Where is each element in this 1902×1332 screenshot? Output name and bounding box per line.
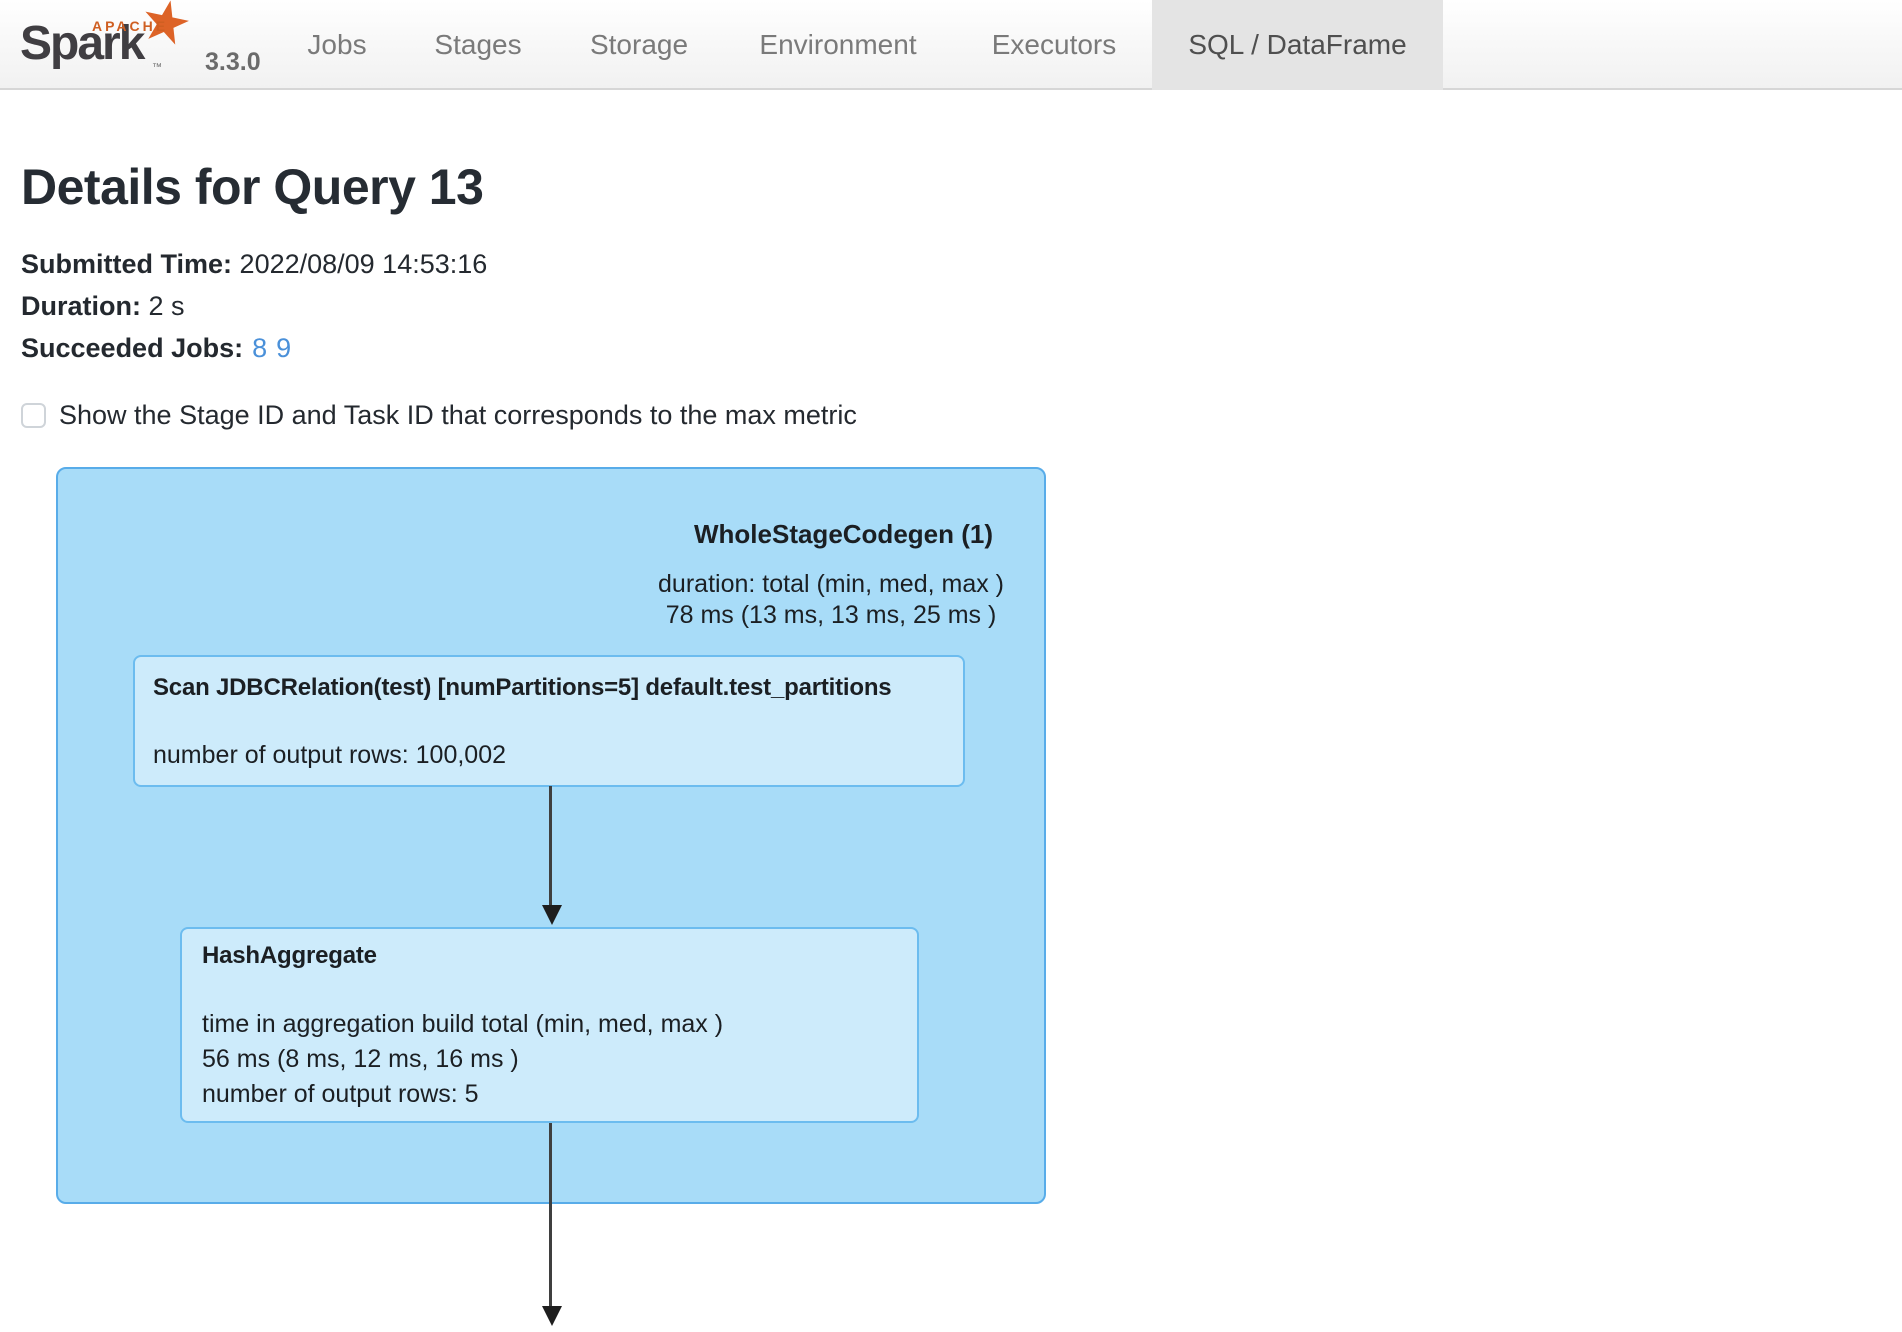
submitted-time-value: 2022/08/09 14:53:16 — [239, 249, 488, 279]
plan-node-metric-line: number of output rows: 5 — [202, 1080, 479, 1108]
edge-hashaggregate-out-line — [549, 1123, 552, 1309]
duration-label: Duration: — [21, 291, 141, 321]
plan-node-metrics: number of output rows: 100,002 — [153, 741, 945, 770]
plan-node-title: HashAggregate — [202, 942, 377, 969]
max-metric-checkbox-label: Show the Stage ID and Task ID that corre… — [59, 399, 857, 430]
plan-node-metric-line: number of output rows: 100,002 — [153, 741, 507, 769]
navbar: ★ Spark APACHE ™ 3.3.0 Jobs Stages Stora… — [0, 0, 1902, 90]
tab-storage[interactable]: Storage — [589, 29, 689, 60]
job-link-8[interactable]: 8 — [252, 333, 268, 363]
cluster-metric-line: duration: total (min, med, max ) — [658, 570, 1004, 598]
edge-scan-to-hashaggregate-arrowhead-icon — [542, 905, 562, 925]
spark-version: 3.3.0 — [205, 48, 261, 76]
edge-scan-to-hashaggregate-line — [549, 786, 552, 910]
wholestagecodegen-cluster-title: WholeStageCodegen (1) — [693, 519, 993, 549]
cluster-metric-line: 78 ms (13 ms, 13 ms, 25 ms ) — [665, 601, 997, 629]
apache-label: APACHE — [92, 18, 169, 34]
tab-executors[interactable]: Executors — [991, 29, 1117, 60]
submitted-time-row: Submitted Time: 2022/08/09 14:53:16 — [21, 243, 487, 285]
wholestagecodegen-cluster-metrics: duration: total (min, med, max ) 78 ms (… — [658, 569, 1004, 631]
plan-node-scan-jdbcrelation: Scan JDBCRelation(test) [numPartitions=5… — [133, 655, 965, 787]
job-link-9[interactable]: 9 — [276, 333, 292, 363]
plan-node-metric-line: 56 ms (8 ms, 12 ms, 16 ms ) — [202, 1045, 519, 1073]
max-metric-checkbox[interactable] — [21, 402, 46, 428]
query-summary: Submitted Time: 2022/08/09 14:53:16 Dura… — [21, 243, 487, 369]
duration-row: Duration: 2 s — [21, 285, 487, 327]
edge-hashaggregate-out-arrowhead-icon — [542, 1306, 562, 1326]
plan-node-metric-line: time in aggregation build total (min, me… — [202, 1010, 724, 1038]
page-title: Details for Query 13 — [21, 159, 484, 215]
tab-jobs[interactable]: Jobs — [307, 29, 367, 60]
spark-logo-text: Spark — [20, 17, 145, 70]
succeeded-jobs-label: Succeeded Jobs: — [21, 333, 244, 363]
trademark-symbol: ™ — [152, 62, 162, 73]
tab-environment[interactable]: Environment — [759, 29, 917, 60]
max-metric-option-row: Show the Stage ID and Task ID that corre… — [21, 399, 857, 431]
plan-node-metrics: time in aggregation build total (min, me… — [202, 1007, 897, 1112]
spark-logo[interactable]: ★ Spark APACHE ™ 3.3.0 — [18, 0, 261, 88]
plan-node-hashaggregate: HashAggregate time in aggregation build … — [180, 927, 919, 1123]
submitted-time-label: Submitted Time: — [21, 249, 233, 279]
tab-stages[interactable]: Stages — [434, 29, 522, 60]
tab-sql-dataframe[interactable]: SQL / DataFrame — [1152, 0, 1443, 90]
plan-node-title: Scan JDBCRelation(test) [numPartitions=5… — [153, 674, 892, 701]
duration-value: 2 s — [148, 291, 185, 321]
